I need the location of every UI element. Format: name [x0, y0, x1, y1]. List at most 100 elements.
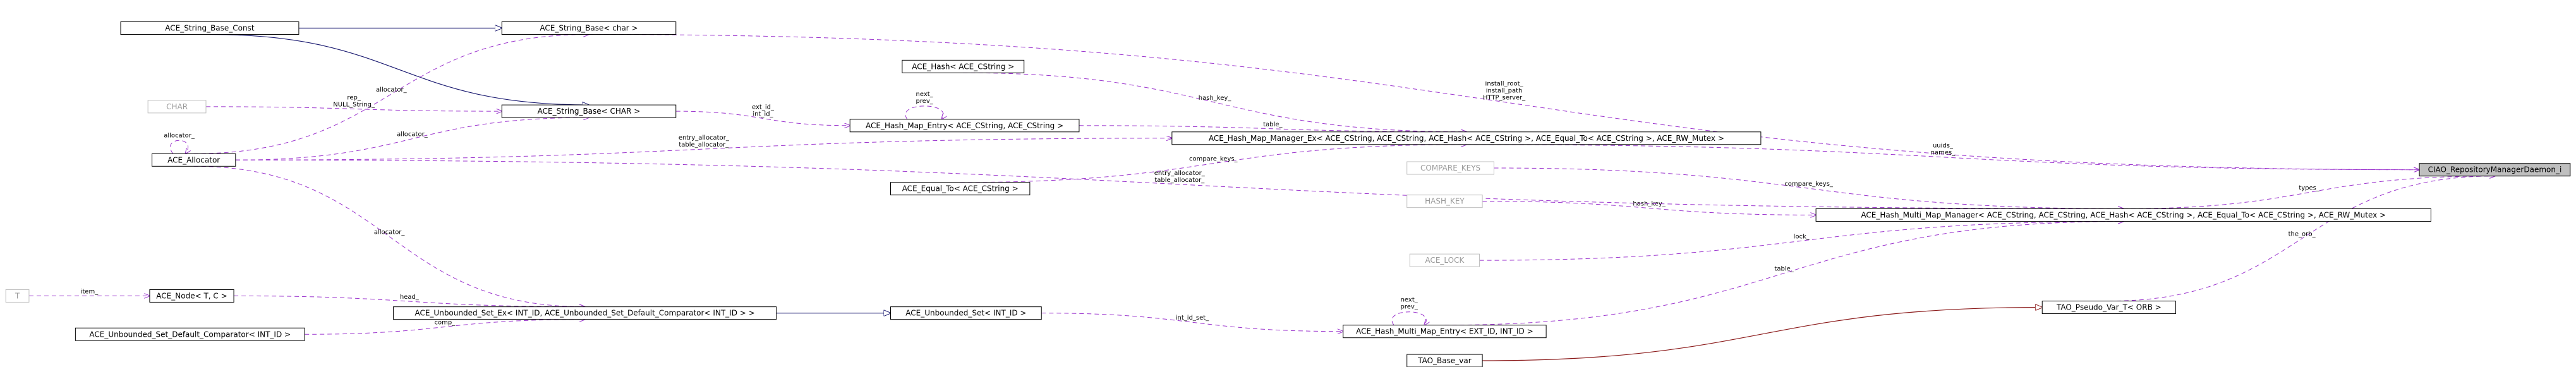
- class-node-label: TAO_Base_var: [1417, 356, 1472, 365]
- class-node-eq[interactable]: ACE_Equal_To< ACE_CString >: [890, 182, 1031, 196]
- edge-sbc-to-sbCHAR: [209, 33, 589, 105]
- class-node-box: [1406, 161, 1494, 175]
- edge-line: [2123, 176, 2495, 209]
- edge-line: [234, 295, 585, 306]
- class-node-usdc[interactable]: ACE_Unbounded_Set_Default_Comparator< IN…: [75, 327, 305, 341]
- class-node-box: [1171, 131, 1762, 145]
- edge-line: [209, 33, 589, 105]
- edge-label: the_orb_: [2289, 231, 2316, 238]
- class-node-sbc[interactable]: ACE_String_Base_Const: [120, 21, 299, 35]
- edge-hme-to-hme: next_prev_: [905, 91, 943, 119]
- edge-label: ext_id_: [752, 104, 775, 111]
- edge-label: int_id_set_: [1176, 315, 1209, 322]
- class-node-label: ACE_Hash_Map_Entry< ACE_CString, ACE_CSt…: [866, 121, 1063, 130]
- edge-label: hash_key_: [1633, 201, 1666, 208]
- edge-label: head_: [400, 294, 420, 301]
- edge-T-to-node: item_: [28, 288, 150, 296]
- edge-label: allocator_: [374, 229, 406, 236]
- class-node-ck[interactable]: COMPARE_KEYS: [1406, 161, 1494, 175]
- edge-label: names_: [1931, 150, 1956, 157]
- edge-line: [170, 140, 188, 153]
- class-node-box: [1406, 354, 1483, 367]
- class-node-box: [902, 59, 1025, 73]
- class-node-box: [152, 153, 236, 167]
- edge-hmme-to-hmmm: table_: [1444, 221, 2123, 326]
- edge-line: [905, 105, 943, 119]
- edge-label: entry_allocator_: [1154, 170, 1206, 177]
- edge-label: int_id_: [753, 111, 773, 117]
- class-node-sbCHAR[interactable]: ACE_String_Base< CHAR >: [501, 104, 677, 118]
- class-node-box: [1815, 208, 2431, 222]
- edge-label: compare_keys_: [1784, 181, 1834, 188]
- class-node-pv[interactable]: TAO_Pseudo_Var_T< ORB >: [2041, 301, 2176, 315]
- class-node-label: T: [15, 291, 20, 300]
- edge-hash-to-hmm: hash_key_: [963, 72, 1466, 132]
- edge-hmm-to-ciao: uuids_names_: [1466, 143, 2419, 170]
- class-node-alloc[interactable]: ACE_Allocator: [152, 153, 236, 167]
- edge-line: [305, 320, 585, 335]
- edge-label: prev_: [916, 98, 933, 105]
- class-node-T[interactable]: T: [5, 289, 30, 303]
- edge-line: [235, 159, 2124, 208]
- class-node-label: ACE_Hash_Multi_Map_Manager< ACE_CString,…: [1861, 210, 2386, 219]
- class-node-box: [501, 104, 677, 118]
- edge-line: [1482, 201, 1816, 215]
- edge-line: [1494, 167, 2123, 208]
- class-node-hmm[interactable]: ACE_Hash_Map_Manager_Ex< ACE_CString, AC…: [1171, 131, 1762, 145]
- edge-line: [1041, 313, 1343, 332]
- class-node-CHAR[interactable]: CHAR: [147, 100, 207, 114]
- edge-line: [1479, 221, 2124, 261]
- class-node-label: ACE_String_Base_Const: [165, 23, 255, 32]
- edge-alloc-to-hmm: entry_allocator_table_allocator_: [235, 135, 1172, 160]
- class-node-label: CHAR: [166, 102, 188, 111]
- edge-label: lock_: [1794, 233, 1810, 240]
- edge-line: [205, 106, 502, 111]
- edge-line: [1079, 125, 1466, 132]
- class-node-hk[interactable]: HASH_KEY: [1406, 195, 1483, 208]
- edge-label: next_: [1401, 297, 1418, 304]
- edge-label: table_allocator_: [679, 141, 729, 148]
- edge-line: [235, 117, 589, 160]
- class-node-lock[interactable]: ACE_LOCK: [1409, 253, 1480, 267]
- edge-line: [960, 145, 1466, 183]
- edge-label: allocator_: [397, 131, 428, 138]
- edge-label: compare_keys_: [1189, 156, 1238, 163]
- edge-hk-to-hmmm: hash_key_: [1482, 201, 1816, 215]
- edge-bv-to-pv: [1482, 308, 2042, 361]
- edge-line: [1466, 144, 2419, 170]
- class-node-label: ACE_Unbounded_Set_Default_Comparator< IN…: [89, 330, 291, 339]
- class-node-hmme[interactable]: ACE_Hash_Multi_Map_Entry< EXT_ID, INT_ID…: [1343, 325, 1547, 339]
- edge-alloc-to-sbchar: allocator_: [193, 34, 589, 154]
- class-node-node[interactable]: ACE_Node< T, C >: [149, 289, 234, 303]
- class-node-label: ACE_Hash_Multi_Map_Entry< EXT_ID, INT_ID…: [1356, 327, 1533, 336]
- class-node-us[interactable]: ACE_Unbounded_Set< INT_ID >: [890, 306, 1042, 320]
- edge-line: [1444, 221, 2123, 326]
- edge-alloc-to-alloc: allocator_: [164, 132, 195, 153]
- edge-label: NULL_String_: [333, 101, 375, 108]
- edge-label: types_: [2299, 185, 2320, 192]
- class-node-hme[interactable]: ACE_Hash_Map_Entry< ACE_CString, ACE_CSt…: [849, 119, 1080, 133]
- class-node-box: [2041, 301, 2176, 315]
- edge-hmme-to-hmme: next_prev_: [1391, 297, 1426, 325]
- edge-label: install_root_: [1485, 81, 1524, 88]
- edge-line: [2108, 176, 2495, 302]
- class-node-usex[interactable]: ACE_Unbounded_Set_Ex< INT_ID, ACE_Unboun…: [393, 306, 777, 320]
- class-node-hmmm[interactable]: ACE_Hash_Multi_Map_Manager< ACE_CString,…: [1815, 208, 2431, 222]
- edge-label: allocator_: [376, 87, 408, 93]
- edge-CHAR-to-sbCHAR: rep_NULL_String_: [205, 94, 502, 111]
- class-node-label: ACE_String_Base< CHAR >: [538, 107, 641, 116]
- class-node-label: ACE_Node< T, C >: [156, 291, 227, 300]
- class-node-hash[interactable]: ACE_Hash< ACE_CString >: [902, 59, 1025, 73]
- class-node-box: [75, 327, 305, 341]
- class-node-ciao[interactable]: CIAO_RepositoryManagerDaemon_i: [2419, 163, 2571, 177]
- class-node-box: [2419, 163, 2571, 177]
- edge-label: comp_: [434, 319, 456, 326]
- edge-label: item_: [81, 288, 99, 295]
- class-node-bv[interactable]: TAO_Base_var: [1406, 354, 1483, 367]
- edge-pv-to-ciao: the_orb_: [2108, 176, 2495, 302]
- class-node-sbchar[interactable]: ACE_String_Base< char >: [501, 21, 677, 35]
- edge-label: install_path: [1486, 88, 1523, 95]
- class-node-box: [147, 100, 207, 114]
- edge-ck-to-hmmm: compare_keys_: [1494, 167, 2123, 208]
